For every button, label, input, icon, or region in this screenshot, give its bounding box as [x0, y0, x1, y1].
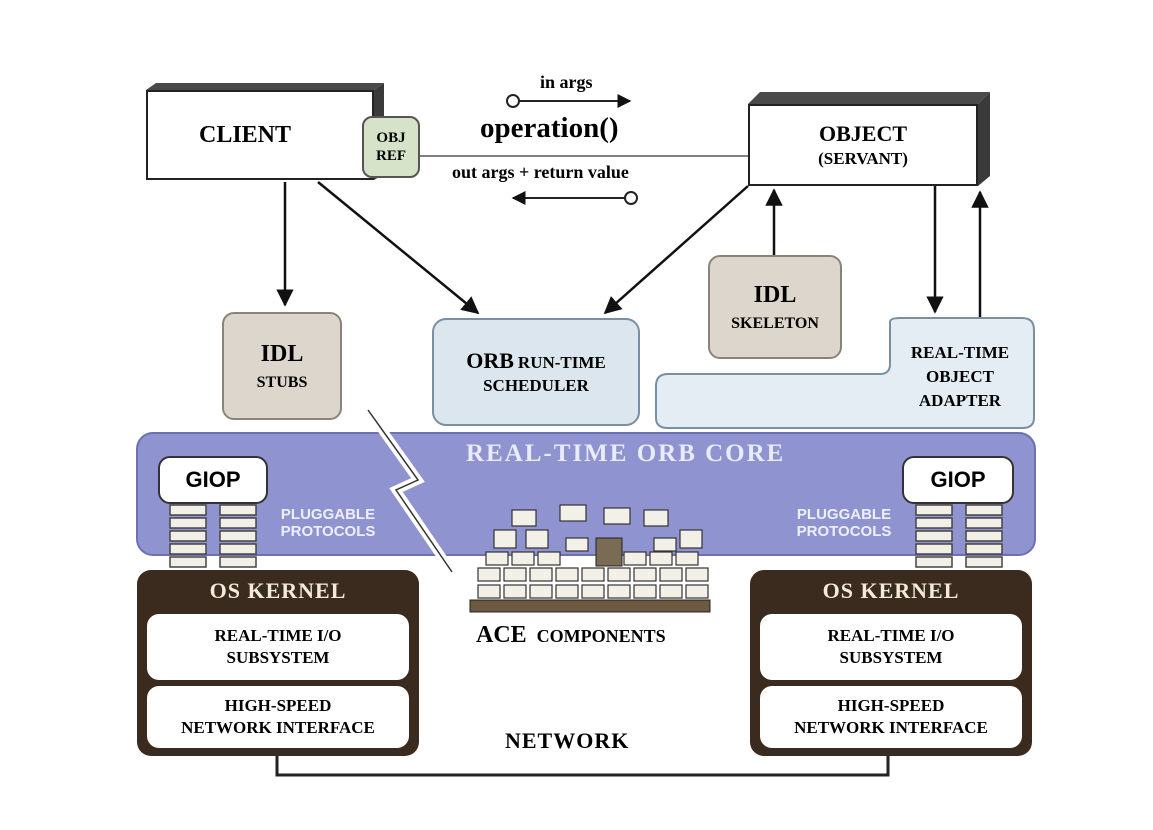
- object-label: OBJECT: [818, 120, 908, 146]
- idl-skeleton-subtitle: SKELETON: [731, 314, 819, 332]
- idl-stubs-title: IDL: [260, 341, 304, 367]
- left-protocol-stack: [169, 504, 257, 568]
- break-line: [367, 409, 453, 573]
- client-box-top-shade: [146, 83, 384, 90]
- orb-core-label: REAL-TIME ORB CORE: [466, 440, 786, 467]
- idl-stubs-box: IDL STUBS: [222, 312, 342, 420]
- left-pluggable-line2: PROTOCOLS: [280, 523, 376, 541]
- client-box: CLIENT: [146, 90, 374, 180]
- client-to-scheduler-arrow: [317, 181, 480, 315]
- right-os-kernel-box: OS KERNEL REAL-TIME I/O SUBSYSTEM HIGH-S…: [750, 570, 1032, 756]
- left-os-kernel-label: OS KERNEL: [209, 578, 347, 603]
- obj-ref-box: OBJ REF: [362, 116, 420, 178]
- orb-core-band: [136, 432, 1036, 556]
- left-pluggable-line1: PLUGGABLE: [280, 506, 376, 523]
- network-label: NETWORK: [505, 728, 630, 753]
- ace-components-graphic: [469, 504, 711, 613]
- components-label: COMPONENTS: [536, 626, 666, 646]
- left-giop-box: GIOP: [158, 456, 268, 504]
- right-net-line1: HIGH-SPEED: [837, 695, 945, 715]
- left-io-subsystem-box: REAL-TIME I/O SUBSYSTEM: [147, 614, 409, 680]
- left-pluggable-protocols: PLUGGABLE PROTOCOLS: [258, 506, 398, 541]
- right-io-line2: SUBSYSTEM: [839, 648, 943, 667]
- network-line: [275, 755, 890, 777]
- obj-ref-line1: OBJ: [376, 130, 406, 146]
- idl-stubs-subtitle: STUBS: [256, 373, 308, 391]
- object-servant-box: OBJECT (SERVANT): [748, 104, 978, 186]
- object-adapter-shape: [655, 317, 1035, 429]
- left-giop-label: GIOP: [185, 467, 241, 492]
- orb-scheduler-runtime: RUN-TIME: [517, 352, 606, 372]
- orb-scheduler-orb: ORB: [466, 347, 514, 373]
- idl-skeleton-box: IDL SKELETON: [708, 255, 842, 359]
- right-io-subsystem-box: REAL-TIME I/O SUBSYSTEM: [760, 614, 1022, 680]
- servant-label: (SERVANT): [818, 149, 908, 169]
- object-adapter-line2: OBJECT: [925, 367, 995, 387]
- ace-label: ACE: [476, 622, 527, 648]
- right-io-line1: REAL-TIME I/O: [827, 625, 955, 645]
- in-args-label: in args: [540, 72, 593, 92]
- obj-ref-line2: REF: [376, 148, 406, 164]
- ace-components-label: ACE COMPONENTS: [476, 622, 666, 649]
- client-label: CLIENT: [198, 121, 292, 148]
- right-pluggable-line2: PROTOCOLS: [796, 523, 892, 541]
- right-giop-label: GIOP: [930, 467, 986, 492]
- object-adapter-line1: REAL-TIME: [910, 343, 1010, 363]
- orb-scheduler-scheduler: SCHEDULER: [483, 376, 589, 396]
- object-box-top-shade: [748, 92, 990, 104]
- left-net-line2: NETWORK INTERFACE: [181, 718, 375, 737]
- object-to-scheduler-arrow: [603, 185, 749, 315]
- out-args-origin-dot: [624, 191, 638, 205]
- object-box-side-shade: [978, 92, 990, 186]
- orb-scheduler-box: ORB RUN-TIME SCHEDULER: [432, 318, 640, 426]
- object-adapter-line3: ADAPTER: [918, 390, 1002, 410]
- right-pluggable-protocols: PLUGGABLE PROTOCOLS: [774, 506, 914, 541]
- left-os-kernel-box: OS KERNEL REAL-TIME I/O SUBSYSTEM HIGH-S…: [137, 570, 419, 756]
- right-giop-box: GIOP: [902, 456, 1014, 504]
- left-io-line1: REAL-TIME I/O: [214, 625, 342, 645]
- left-net-line1: HIGH-SPEED: [224, 695, 332, 715]
- left-network-interface-box: HIGH-SPEED NETWORK INTERFACE: [147, 686, 409, 748]
- right-network-interface-box: HIGH-SPEED NETWORK INTERFACE: [760, 686, 1022, 748]
- idl-skeleton-title: IDL: [753, 282, 797, 308]
- right-net-line2: NETWORK INTERFACE: [794, 718, 988, 737]
- right-protocol-stack: [915, 504, 1003, 568]
- right-pluggable-line1: PLUGGABLE: [796, 506, 892, 523]
- in-args-origin-dot: [506, 94, 520, 108]
- object-adapter-text: REAL-TIME OBJECT ADAPTER: [890, 330, 1030, 424]
- out-args-label: out args + return value: [452, 162, 629, 182]
- left-io-line2: SUBSYSTEM: [226, 648, 330, 667]
- operation-label: operation(): [480, 112, 619, 144]
- right-os-kernel-label: OS KERNEL: [822, 578, 960, 603]
